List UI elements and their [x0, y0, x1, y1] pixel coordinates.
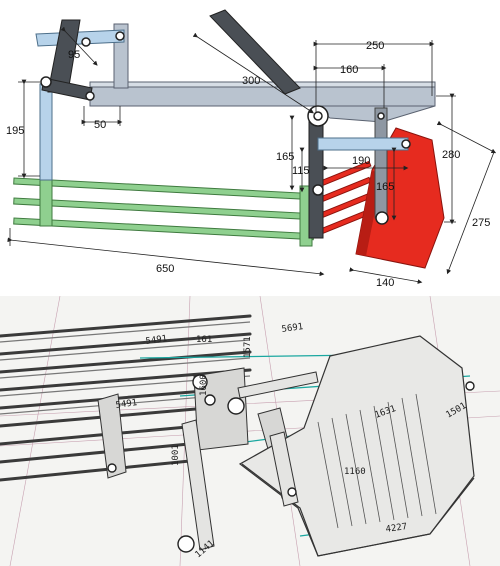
sketch-dim-12: 1001 — [171, 444, 181, 466]
light-links — [35, 29, 409, 181]
sketch-dim-4: 5491 — [115, 398, 138, 411]
sketch-dim-9: 4227 — [385, 522, 408, 535]
dim-140: 140 — [376, 277, 394, 289]
dim-195: 195 — [6, 125, 24, 137]
sketch-dim-3: 5691 — [281, 322, 304, 335]
sketch-dim-6: 1571 — [243, 336, 253, 358]
green-tines — [13, 175, 315, 247]
technical-sketch-panel: 5491 161 5691 5491 1600 1571 1631 1160 4… — [0, 296, 500, 566]
technical-sketch: 5491 161 5691 5491 1600 1571 1631 1160 4… — [0, 296, 500, 566]
sketch-dim-8: 1160 — [344, 467, 366, 477]
sketch-dim-2: 161 — [196, 335, 212, 345]
sketch-dim-5: 1600 — [199, 374, 209, 396]
dim-280: 280 — [442, 149, 460, 161]
linkage-drawing: 95 50 195 300 250 160 165 115 190 165 28… — [6, 9, 497, 289]
dim-115: 115 — [292, 165, 310, 177]
dim-650: 650 — [156, 263, 174, 275]
sketch-dim-1: 5491 — [145, 334, 168, 347]
bucket-ribs — [317, 393, 437, 529]
dim-300: 300 — [242, 75, 260, 87]
dim-165-left: 165 — [276, 151, 294, 163]
sketch-bolts — [107, 374, 475, 553]
dim-165-right: 165 — [376, 181, 394, 193]
dim-190: 190 — [352, 155, 370, 167]
dim-160: 160 — [340, 64, 358, 76]
linkage-drawing-panel: 95 50 195 300 250 160 165 115 190 165 28… — [6, 9, 497, 289]
dim-95: 95 — [68, 49, 80, 61]
dimension-lines — [7, 26, 497, 284]
dim-50: 50 — [94, 119, 106, 131]
dim-250: 250 — [366, 40, 384, 52]
dim-275: 275 — [472, 217, 490, 229]
